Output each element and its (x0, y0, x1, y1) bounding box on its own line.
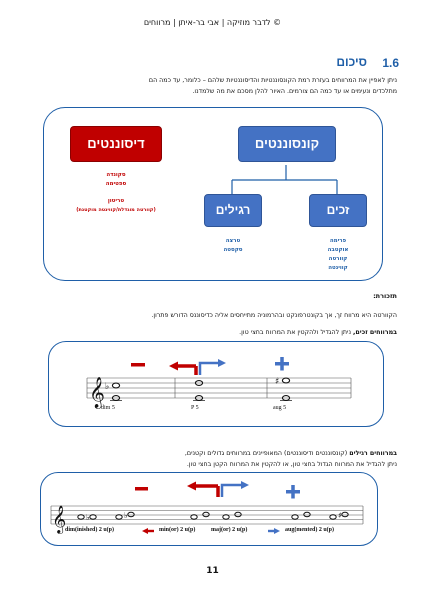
regular-note-rest: (קונסוננטים ודיסוננטים) המאופיינים במרוו… (184, 450, 348, 457)
blue-arrow-icon (198, 361, 219, 375)
intro-line-2: מתלכדים ונעימים או עד כמה הם צורמים. האי… (192, 88, 397, 95)
tritone-subtitle: (קוורטה מוגדלת/קווינטה מוקטנת) (76, 207, 156, 213)
plus-icon (275, 357, 289, 371)
sharp-icon: ♯ (275, 377, 279, 387)
staff1-label-dim5: dim 5 (101, 405, 115, 411)
regular-note-line-2: ניתן להגדיל את המרווח הגדול בחצי טון, או… (186, 461, 397, 468)
minus-icon (131, 363, 145, 367)
staff-2-graphic: 𝄞 ♭ ♭ ♯ (50, 481, 364, 534)
minus-icon (135, 487, 148, 491)
intro-line-1: ניתן לאפיין את המרווחים בעזרת רמת הקונסו… (148, 77, 397, 84)
perfect-box: זכים (309, 194, 367, 227)
staff2-label-aug2: aug(mented) 2 u(p) (285, 527, 334, 533)
note-dim5-top (111, 382, 121, 389)
perfect-fourth: קוורטה (328, 256, 348, 262)
blue-arrow-icon (220, 483, 242, 497)
staff-1-graphic: 𝄞 ♭ ♯ (86, 357, 352, 409)
consonants-box: קונסוננטים (238, 126, 336, 162)
page-number: 11 (206, 566, 219, 576)
reminder-label: תזכורת: (373, 292, 397, 300)
perfect-fifth: קווינטה (328, 265, 348, 271)
diagram-connectors (231, 165, 338, 194)
tritone-title: טריטון (107, 198, 125, 204)
note-p5-top (194, 380, 204, 386)
interval-classification-diagram: קונסוננטים דיסוננטים רגילים זכים סקונדה … (43, 107, 383, 281)
reminder-text: הקוורטה היא מרווח זך, אך בקונטרפונקט ובה… (151, 312, 397, 319)
dissonants-box: דיסוננטים (70, 126, 162, 162)
blue-small-arrow-icon (274, 528, 280, 534)
regular-note: במרווחים רגילים (קונסוננטים ודיסוננטים) … (17, 449, 397, 460)
treble-clef-icon: 𝄞 (52, 505, 66, 534)
flat-icon: ♭ (86, 513, 90, 522)
perfect-note-bold: במרווחים זכים, (353, 329, 397, 336)
regular-note-bold: במרווחים רגילים (349, 450, 397, 457)
dissonant-second: סקונדה (106, 172, 126, 178)
regular-sixth: סקסטה (223, 247, 243, 253)
plus-icon (286, 485, 300, 499)
sharp-icon: ♯ (338, 511, 342, 520)
dissonant-seventh: ספטימה (105, 181, 127, 187)
red-small-arrow-icon (142, 528, 148, 534)
perfect-unison: פרימה (329, 238, 347, 244)
red-arrow-icon (195, 484, 220, 497)
staff2-label-maj2: maj(or) 2 u(p) (211, 527, 248, 533)
perfect-note-rest: ניתן להגדיל ולהקטין את המרווח בחצי טון. (239, 329, 351, 336)
treble-clef-icon: 𝄞 (89, 376, 105, 409)
page-header: © לדבר מוזיקה | אבי בר-איתן | מרווחים (143, 18, 282, 27)
staff2-label-min2: min(or) 2 u(p) (159, 527, 196, 533)
staff-box-perfect: 𝄞 ♭ ♯ dim 5 P 5 aug 5 (48, 341, 384, 427)
section-title: סיכום (336, 55, 367, 69)
flat-icon: ♭ (105, 382, 109, 392)
regular-box: רגילים (204, 194, 262, 227)
staff1-label-p5: P 5 (191, 405, 199, 411)
flat-icon: ♭ (124, 511, 128, 520)
regular-third: טרצה (225, 238, 241, 244)
staff2-label-dim2: dim(inished) 2 u(p) (65, 527, 115, 533)
perfect-octave: אוקטבה (327, 247, 349, 253)
section-number: 1.6 (382, 56, 399, 70)
staff-box-regular: 𝄞 ♭ ♭ ♯ dim(inished) 2 u(p) min(or) 2 u(… (40, 472, 378, 546)
staff1-label-aug5: aug 5 (273, 405, 287, 411)
note-aug5-top (281, 377, 291, 384)
red-arrow-icon (177, 364, 198, 375)
perfect-note: במרווחים זכים, ניתן להגדיל ולהקטין את המ… (17, 328, 397, 339)
